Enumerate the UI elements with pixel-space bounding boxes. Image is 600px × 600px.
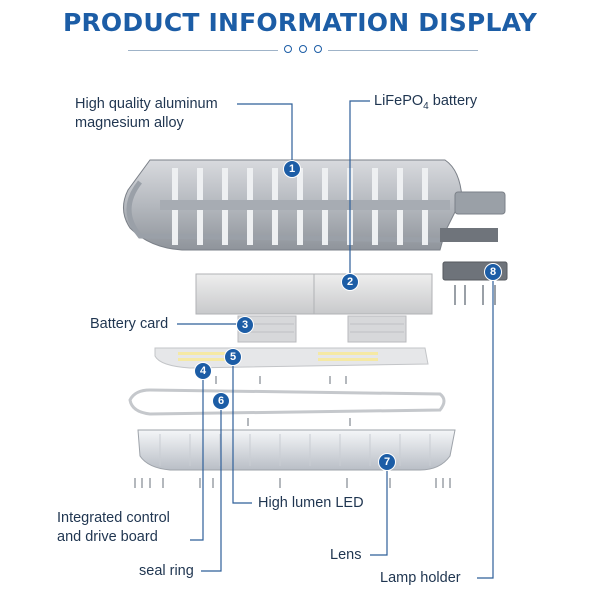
label-battery-sub: 4 — [423, 100, 429, 112]
page-title: PRODUCT INFORMATION DISPLAY — [62, 8, 538, 37]
divider-dot-2 — [299, 45, 307, 53]
badge-6: 6 — [212, 392, 230, 410]
label-battery-rest: battery — [428, 93, 478, 109]
divider-dot-3 — [314, 45, 322, 53]
label-housing-line1: High quality aluminum — [75, 96, 218, 112]
title-divider-left — [128, 50, 278, 51]
title-divider-right — [328, 50, 478, 51]
badge-3: 3 — [236, 316, 254, 334]
label-control-board-line2: and drive board — [57, 529, 158, 545]
badge-8: 8 — [484, 263, 502, 281]
label-battery: LiFePO4 battery — [374, 92, 477, 116]
leader-lines — [177, 100, 494, 579]
screws — [134, 376, 451, 488]
badge-5: 5 — [224, 348, 242, 366]
label-control-board: Integrated control and drive board — [57, 509, 170, 547]
label-housing-line2: magnesium alloy — [75, 115, 184, 131]
label-led: High lumen LED — [258, 495, 364, 511]
label-housing: High quality aluminum magnesium alloy — [75, 95, 218, 133]
label-lens: Lens — [330, 547, 362, 563]
label-battery-main: LiFePO — [374, 93, 424, 109]
badge-4: 4 — [194, 362, 212, 380]
badge-1: 1 — [283, 160, 301, 178]
lifepo4-battery — [195, 273, 433, 315]
label-lamp-holder: Lamp holder — [380, 570, 461, 586]
battery-cards — [237, 315, 407, 343]
seal-ring — [128, 388, 446, 416]
led-board — [154, 347, 429, 369]
badge-7: 7 — [378, 453, 396, 471]
divider-dot-1 — [284, 45, 292, 53]
badge-2: 2 — [341, 273, 359, 291]
aluminum-housing — [123, 159, 506, 251]
label-seal-ring: seal ring — [139, 563, 194, 579]
label-battery-card: Battery card — [90, 316, 169, 332]
label-control-board-line1: Integrated control — [57, 510, 170, 526]
lens — [137, 429, 456, 471]
